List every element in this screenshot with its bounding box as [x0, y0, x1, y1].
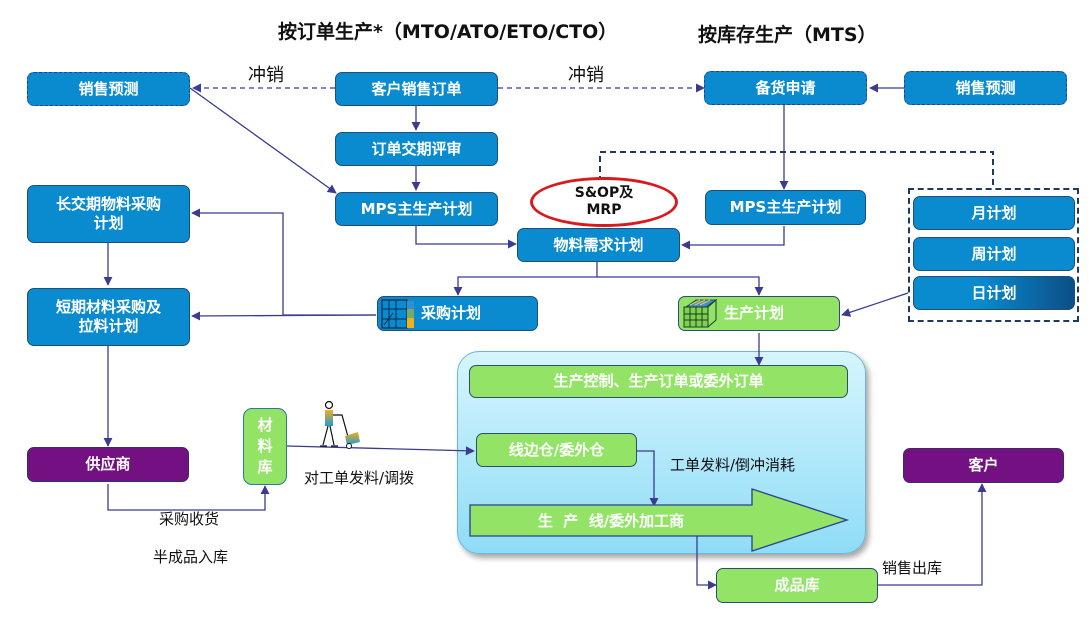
purchase-plan-label: 采购计划	[421, 304, 482, 322]
daily-plan-node[interactable]: 日计划	[913, 276, 1075, 310]
mps-left-to-mrp	[415, 226, 517, 249]
stock-request-node[interactable]: 备货申请	[704, 71, 867, 105]
purchase-plan-node[interactable]: 采购计划	[377, 296, 538, 331]
sop-mrp-highlight: S&OP及 MRP	[530, 177, 678, 227]
mts-section-title: 按库存生产（MTS）	[698, 24, 877, 46]
map-icon	[381, 298, 414, 329]
mps-left-node[interactable]: MPS主生产计划	[335, 192, 498, 226]
production-plan-label: 生产计划	[724, 304, 785, 322]
sales-forecast-left-node[interactable]: 销售预测	[27, 72, 190, 106]
mps-right-to-mrp	[681, 226, 785, 250]
order-delivery-review-node[interactable]: 订单交期评审	[335, 132, 498, 166]
material-requirements-plan-node[interactable]: 物料需求计划	[517, 228, 680, 262]
forecast-to-mps	[189, 87, 337, 194]
purchase-to-long-lead	[191, 208, 376, 316]
issue-transfer-label: 对工单发料/调拨	[304, 469, 415, 487]
line-side-warehouse-node[interactable]: 线边仓/委外仓	[476, 433, 637, 467]
production-line-node[interactable]: 生 产 线/委外加工商	[537, 512, 685, 530]
sales-out-label: 销售出库	[882, 559, 943, 577]
long-lead-line2: 计划	[93, 214, 124, 232]
short-term-line1: 短期材料采购及	[55, 298, 161, 316]
supplier-node[interactable]: 供应商	[27, 447, 189, 482]
sop-mrp-line1: S&OP及	[574, 185, 634, 201]
supplier-to-material-warehouse	[107, 484, 270, 511]
wo-issue-backflush-label: 工单发料/倒冲消耗	[670, 456, 796, 474]
material-warehouse-char-2: 料	[257, 437, 273, 455]
weekly-plan-node[interactable]: 周计划	[913, 237, 1075, 271]
purchase-receipt-label: 采购收货	[159, 510, 220, 528]
production-plan-node[interactable]: 生产计划	[678, 296, 840, 331]
plan-horizon-group	[908, 188, 1079, 322]
material-warehouse-char-3: 库	[257, 458, 273, 476]
offset-label-left: 冲销	[248, 65, 284, 86]
monthly-plan-node[interactable]: 月计划	[913, 196, 1075, 230]
mrp-to-purchase	[453, 262, 598, 296]
long-lead-purchase-plan-node[interactable]: 长交期物料采购 计划	[27, 185, 190, 243]
long-lead-line1: 长交期物料采购	[55, 195, 161, 213]
material-warehouse-node[interactable]: 材 料 库	[243, 408, 287, 485]
sales-forecast-right-node[interactable]: 销售预测	[904, 71, 1067, 105]
production-control-node[interactable]: 生产控制、生产订单或委外订单	[469, 365, 848, 398]
offset-label-right: 冲销	[568, 65, 604, 86]
short-term-pull-plan-node[interactable]: 短期材料采购及 拉料计划	[27, 288, 190, 346]
material-to-line-side	[286, 445, 475, 456]
material-warehouse-char-1: 材	[257, 416, 273, 434]
factory-stack-icon	[683, 298, 718, 327]
mrp-to-production	[597, 276, 764, 296]
mto-section-title: 按订单生产*（MTO/ATO/ETO/CTO）	[278, 21, 618, 43]
short-term-line2: 拉料计划	[78, 317, 139, 335]
worker-cart-icon	[320, 400, 360, 449]
daily-to-production-plan	[841, 292, 909, 317]
sop-mrp-line2: MRP	[586, 202, 622, 218]
mps-right-node[interactable]: MPS主生产计划	[705, 190, 866, 225]
customer-sales-order-node[interactable]: 客户销售订单	[335, 72, 498, 106]
sop-to-plan-group-dashed	[599, 151, 994, 188]
finished-goods-warehouse-node[interactable]: 成品库	[716, 568, 878, 603]
customer-node[interactable]: 客户	[903, 448, 1064, 483]
semi-finished-in-label: 半成品入库	[153, 548, 229, 566]
purchase-to-short-term	[191, 311, 377, 321]
